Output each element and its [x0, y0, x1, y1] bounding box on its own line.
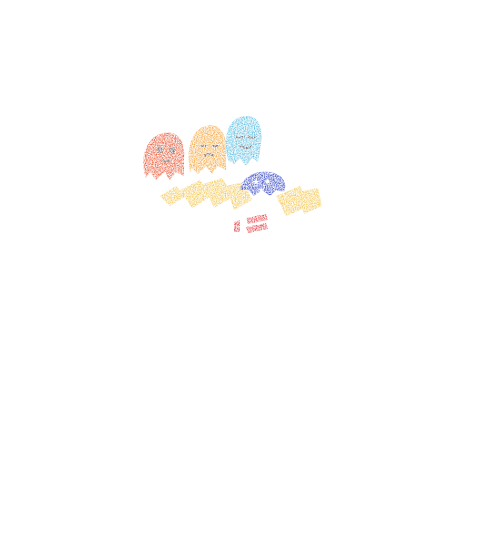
svg-text:★: ★	[264, 177, 271, 186]
blue-ghost-icon: ★ ★ ★	[240, 171, 286, 196]
red-stripes	[234, 214, 268, 233]
svg-text:★: ★	[252, 178, 260, 188]
svg-text:★: ★	[258, 186, 264, 194]
orange-ghost-icon	[188, 125, 227, 174]
yellow-stripes	[160, 178, 322, 216]
cyan-ghost-icon	[225, 115, 262, 166]
red-ghost-icon	[143, 132, 185, 180]
